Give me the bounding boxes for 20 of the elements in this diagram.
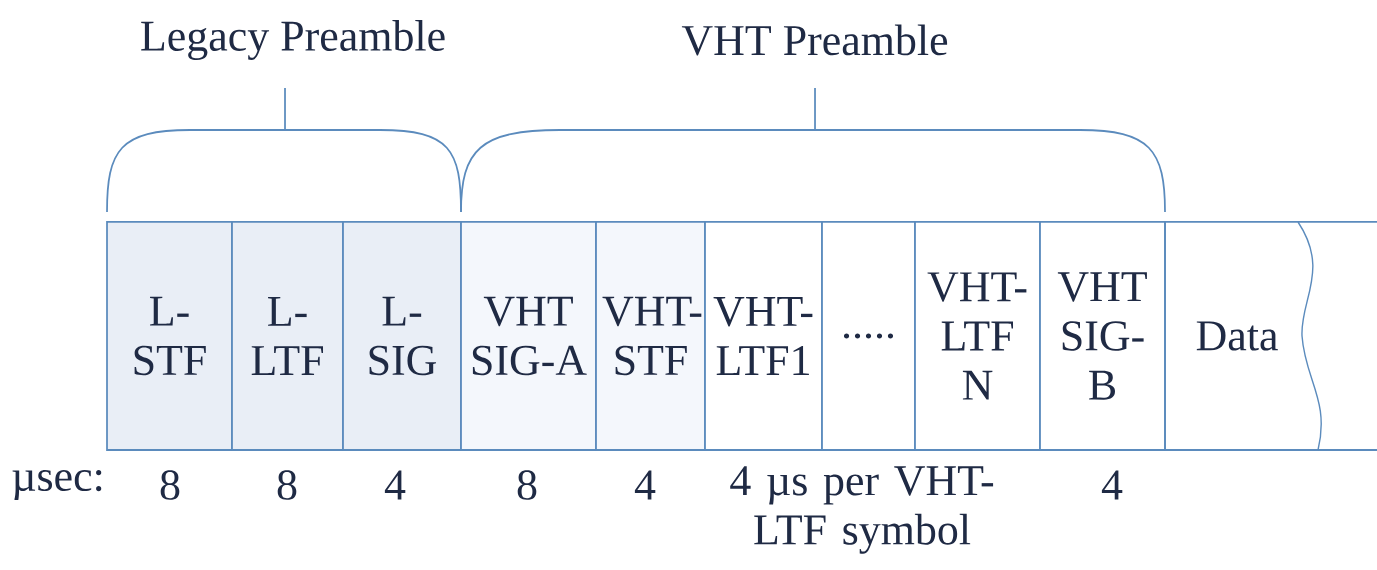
bracket-label: VHT Preamble xyxy=(681,24,948,56)
unit-label: µsec: xyxy=(12,469,102,500)
duration-label: 4 xyxy=(634,470,656,500)
field-cell: L-LTF xyxy=(231,221,344,451)
data-cell: Data xyxy=(1164,221,1377,451)
field-cell: VHT SIG-B xyxy=(1039,221,1166,451)
duration-label: 4 µs per VHT-LTF symbol xyxy=(730,466,994,554)
duration-label: 8 xyxy=(277,470,297,500)
duration-label: 4 xyxy=(1101,470,1123,500)
duration-label: 4 xyxy=(384,470,406,500)
field-cell: ..... xyxy=(821,221,916,451)
field-cell: L-SIG xyxy=(342,221,462,451)
field-cell: VHT-LTF N xyxy=(914,221,1041,451)
field-cell: VHT-STF xyxy=(595,221,706,451)
duration-label: 8 xyxy=(160,470,180,500)
field-cell: VHT-LTF1 xyxy=(704,221,823,451)
field-cell: L-STF xyxy=(106,221,233,451)
bracket-label: Legacy Preamble xyxy=(141,20,445,60)
field-cell: VHT SIG-A xyxy=(460,221,597,451)
duration-label: 8 xyxy=(517,470,537,500)
